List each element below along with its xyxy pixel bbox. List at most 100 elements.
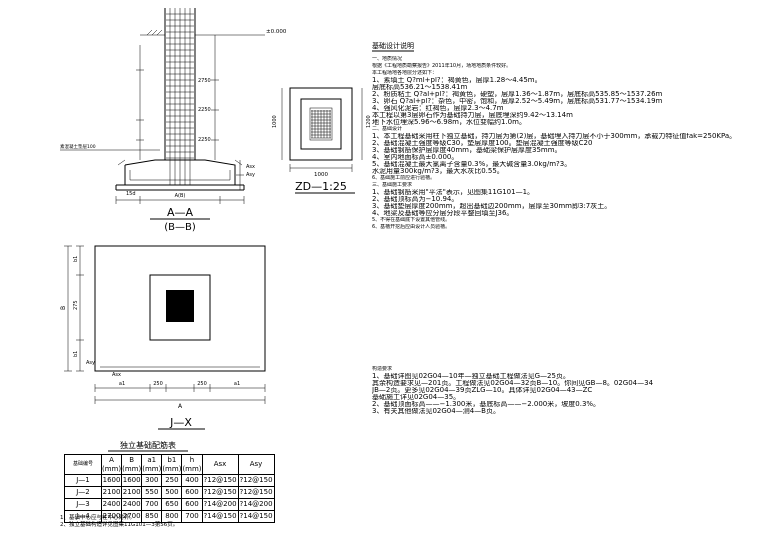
header-cell: Asx bbox=[201, 454, 239, 475]
note-line: 4、强风化泥岩：红褐色，层厚2.3～4.7m bbox=[372, 105, 504, 112]
table-cell: ?12@150 bbox=[237, 474, 275, 487]
section-aa-bottom-label: 素混凝土垫层100 bbox=[60, 143, 96, 150]
section-aa-level: ±0.000 bbox=[266, 29, 287, 35]
table-cell: J—1 bbox=[64, 474, 102, 487]
plan-dim-b1-bottom: b1 bbox=[73, 351, 79, 357]
header-cell: 基础编号 bbox=[64, 454, 102, 475]
plan-dim-total-left: B bbox=[60, 306, 67, 310]
note-line: 2、粉质粘土 Q?al+pl?：褐黄色，硬塑，层厚1.36～1.87m，层底标高… bbox=[372, 91, 663, 98]
table-cell: ?12@150 bbox=[237, 486, 275, 499]
header-cell: h (mm) bbox=[181, 454, 203, 475]
rebar-table: 基础编号 A (mm) B (mm) a1 (mm) b1 (mm) h (mm… bbox=[64, 454, 275, 523]
header-cell: A (mm) bbox=[100, 454, 123, 475]
table-cell: 550 bbox=[141, 486, 163, 499]
plan-title: J—X bbox=[169, 416, 192, 429]
note-line: 本工程场地各地层分述如下： bbox=[372, 70, 438, 76]
table-cell: 1600 bbox=[121, 474, 143, 487]
zd-detail-drawing bbox=[281, 87, 363, 194]
plan-jx-drawing bbox=[64, 245, 266, 430]
table-row: J—3 2400 2400 700 650 600 ?14@200 ?14@20… bbox=[64, 498, 275, 511]
table-cell: 700 bbox=[141, 498, 163, 511]
section-aa-title: A—A bbox=[167, 206, 194, 219]
note-line: 1、素填土 Q?ml+pl?：褐黄色，层厚1.28～4.45m。 bbox=[372, 77, 542, 84]
note-line: 本工程以第3层卵石作为基础持力层，层底埋深约9.42～13.14m bbox=[372, 112, 573, 119]
table-cell: 2400 bbox=[121, 498, 143, 511]
section-aa-drawing bbox=[60, 8, 265, 220]
plan-dim-275: 275 bbox=[73, 300, 79, 310]
section-aa-dim-top: 2750 bbox=[198, 78, 211, 84]
table-cell: ?14@200 bbox=[237, 498, 275, 511]
table-cell: J—2 bbox=[64, 486, 102, 499]
section-aa-dim-mid: 2250 bbox=[198, 107, 211, 113]
zd-dim-h: 1000 bbox=[272, 115, 278, 128]
note-line: 1、本工程基础采用柱下独立基础，持力层为第(2)层，基础埋入持力层不小于300m… bbox=[372, 133, 737, 140]
zd-hatch bbox=[311, 110, 331, 139]
table-cell: ?14@150 bbox=[201, 510, 239, 523]
table-cell: ?14@150 bbox=[237, 510, 275, 523]
table-cell: 2400 bbox=[100, 498, 123, 511]
note-line: 5、不得在基础底下设置其他管线。 bbox=[372, 217, 451, 223]
table-cell: 600 bbox=[181, 498, 203, 511]
note-line: 3、卵石 Q?al+pl?：杂色，中密，饱和，层厚2.52～5.49m，层底标高… bbox=[372, 98, 663, 105]
note-line: 2、基础顶面标高——−1.300米，基底标高——−2.000米，坡度0.3%。 bbox=[372, 401, 601, 408]
table-cell: ?14@200 bbox=[201, 498, 239, 511]
note-line: 6、基础施工前应进行验槽。 bbox=[372, 175, 436, 181]
table-cell: 600 bbox=[181, 486, 203, 499]
section-aa-asy: Asy bbox=[246, 172, 255, 178]
section-aa-asx: Asx bbox=[246, 164, 255, 170]
plan-dim-250-right: 250 bbox=[197, 381, 207, 387]
plan-asx: Asx bbox=[112, 372, 121, 378]
table-cell: 2100 bbox=[100, 486, 123, 499]
note-line: 5、基础混凝土最大氯离子含量0.3%，最大碱含量3.0kg/m?3。 bbox=[372, 161, 572, 168]
note-line: 2、基础混凝土强度等级C30，垫层厚度100。垫层混凝土强度等级C20 bbox=[372, 140, 593, 147]
table-cell: 2100 bbox=[121, 486, 143, 499]
section-aa-a-label: A(B) bbox=[175, 193, 186, 199]
note-line: 3、有关其他做法见02G04—测4—B页。 bbox=[372, 408, 500, 415]
note-line: JB—2页。更多见02G04—39页ZLG—10。具体详见02G04—43—ZC bbox=[372, 387, 593, 394]
note-line: 3、基础垫层厚度200mm，超出基础边200mm，层厚至30mm即3:7灰土。 bbox=[372, 203, 612, 210]
stirrups bbox=[166, 13, 194, 159]
note-line: 4、室内地面标高±0.000。 bbox=[372, 154, 459, 161]
table-row: J—2 2100 2100 550 500 600 ?12@150 ?12@15… bbox=[64, 486, 275, 499]
table-cell: 250 bbox=[161, 474, 183, 487]
section-aa-subtitle: (B—B) bbox=[164, 222, 196, 233]
note-line: 一、地质情况 bbox=[372, 56, 403, 62]
table-cell: J—3 bbox=[64, 498, 102, 511]
zd-dim-s: 1200 bbox=[366, 115, 372, 128]
note-line: 构造要求 bbox=[372, 366, 393, 372]
note-line: 3、基础钢筋保护层厚度40mm，基础梁保护层厚度35mm。 bbox=[372, 147, 562, 154]
plan-dim-a1-right: a1 bbox=[234, 381, 240, 387]
table-cell: 700 bbox=[181, 510, 203, 523]
zd-title: ZD—1:25 bbox=[295, 180, 347, 193]
design-notes-title: 基础设计说明 bbox=[372, 41, 414, 50]
table-notes: 1、基础中心应与柱中心对齐。 2、独立基础构造详见图集11G101—3第56页。 bbox=[60, 515, 178, 529]
table-cell: ?12@150 bbox=[201, 486, 239, 499]
plan-dim-total: A bbox=[178, 403, 183, 410]
note-line: 4、地梁及基础等应分层分段平整回填至J36。 bbox=[372, 210, 514, 217]
note-line: 层底标高536.21～1538.41m bbox=[372, 84, 468, 91]
design-notes: 一、地质情况 根据《工程地质勘察报告》2011年10月，场地地质条件较好。 本工… bbox=[372, 56, 747, 231]
design-notes-2: 构造要求 1、基础详图见02G04—10年—独立基础工程做法见G—25页。 其余… bbox=[372, 366, 747, 415]
table-row: J—4 2700 2700 850 800 700 ?14@150 ?14@15… bbox=[64, 510, 275, 523]
table-cell: 500 bbox=[161, 486, 183, 499]
table-note: 1、基础中心应与柱中心对齐。 bbox=[60, 515, 136, 521]
note-line: 根据《工程地质勘察报告》2011年10月，场地地质条件较好。 bbox=[372, 63, 512, 69]
header-cell: a1 (mm) bbox=[141, 454, 163, 475]
note-line: 1、基础详图见02G04—10年—独立基础工程做法见G—25页。 bbox=[372, 373, 570, 380]
note-line: 6、基槽开挖后应由设计人员验槽。 bbox=[372, 224, 451, 230]
plan-dim-250-left: 250 bbox=[153, 381, 163, 387]
plan-asy: Asy bbox=[86, 360, 95, 366]
note-line: 二、基础设计 bbox=[372, 126, 403, 132]
header-cell: Asy bbox=[237, 454, 275, 475]
plan-dim-b1-top: b1 bbox=[73, 256, 79, 262]
note-line: 1、基础钢筋采用"平法"表示，见图集11G101—1。 bbox=[372, 189, 535, 196]
table-cell: 300 bbox=[141, 474, 163, 487]
note-line: 基础施工详见02G04—35。 bbox=[372, 394, 461, 401]
table-cell: 650 bbox=[161, 498, 183, 511]
section-aa-15d: 15d bbox=[126, 191, 136, 197]
zd-dim-w: 1000 bbox=[314, 172, 328, 178]
note-line: 地下水位埋深5.96～6.98m，水位变幅约1.0m。 bbox=[372, 119, 526, 126]
plan-dim-a1-left: a1 bbox=[119, 381, 125, 387]
table-cell: ?12@150 bbox=[201, 474, 239, 487]
